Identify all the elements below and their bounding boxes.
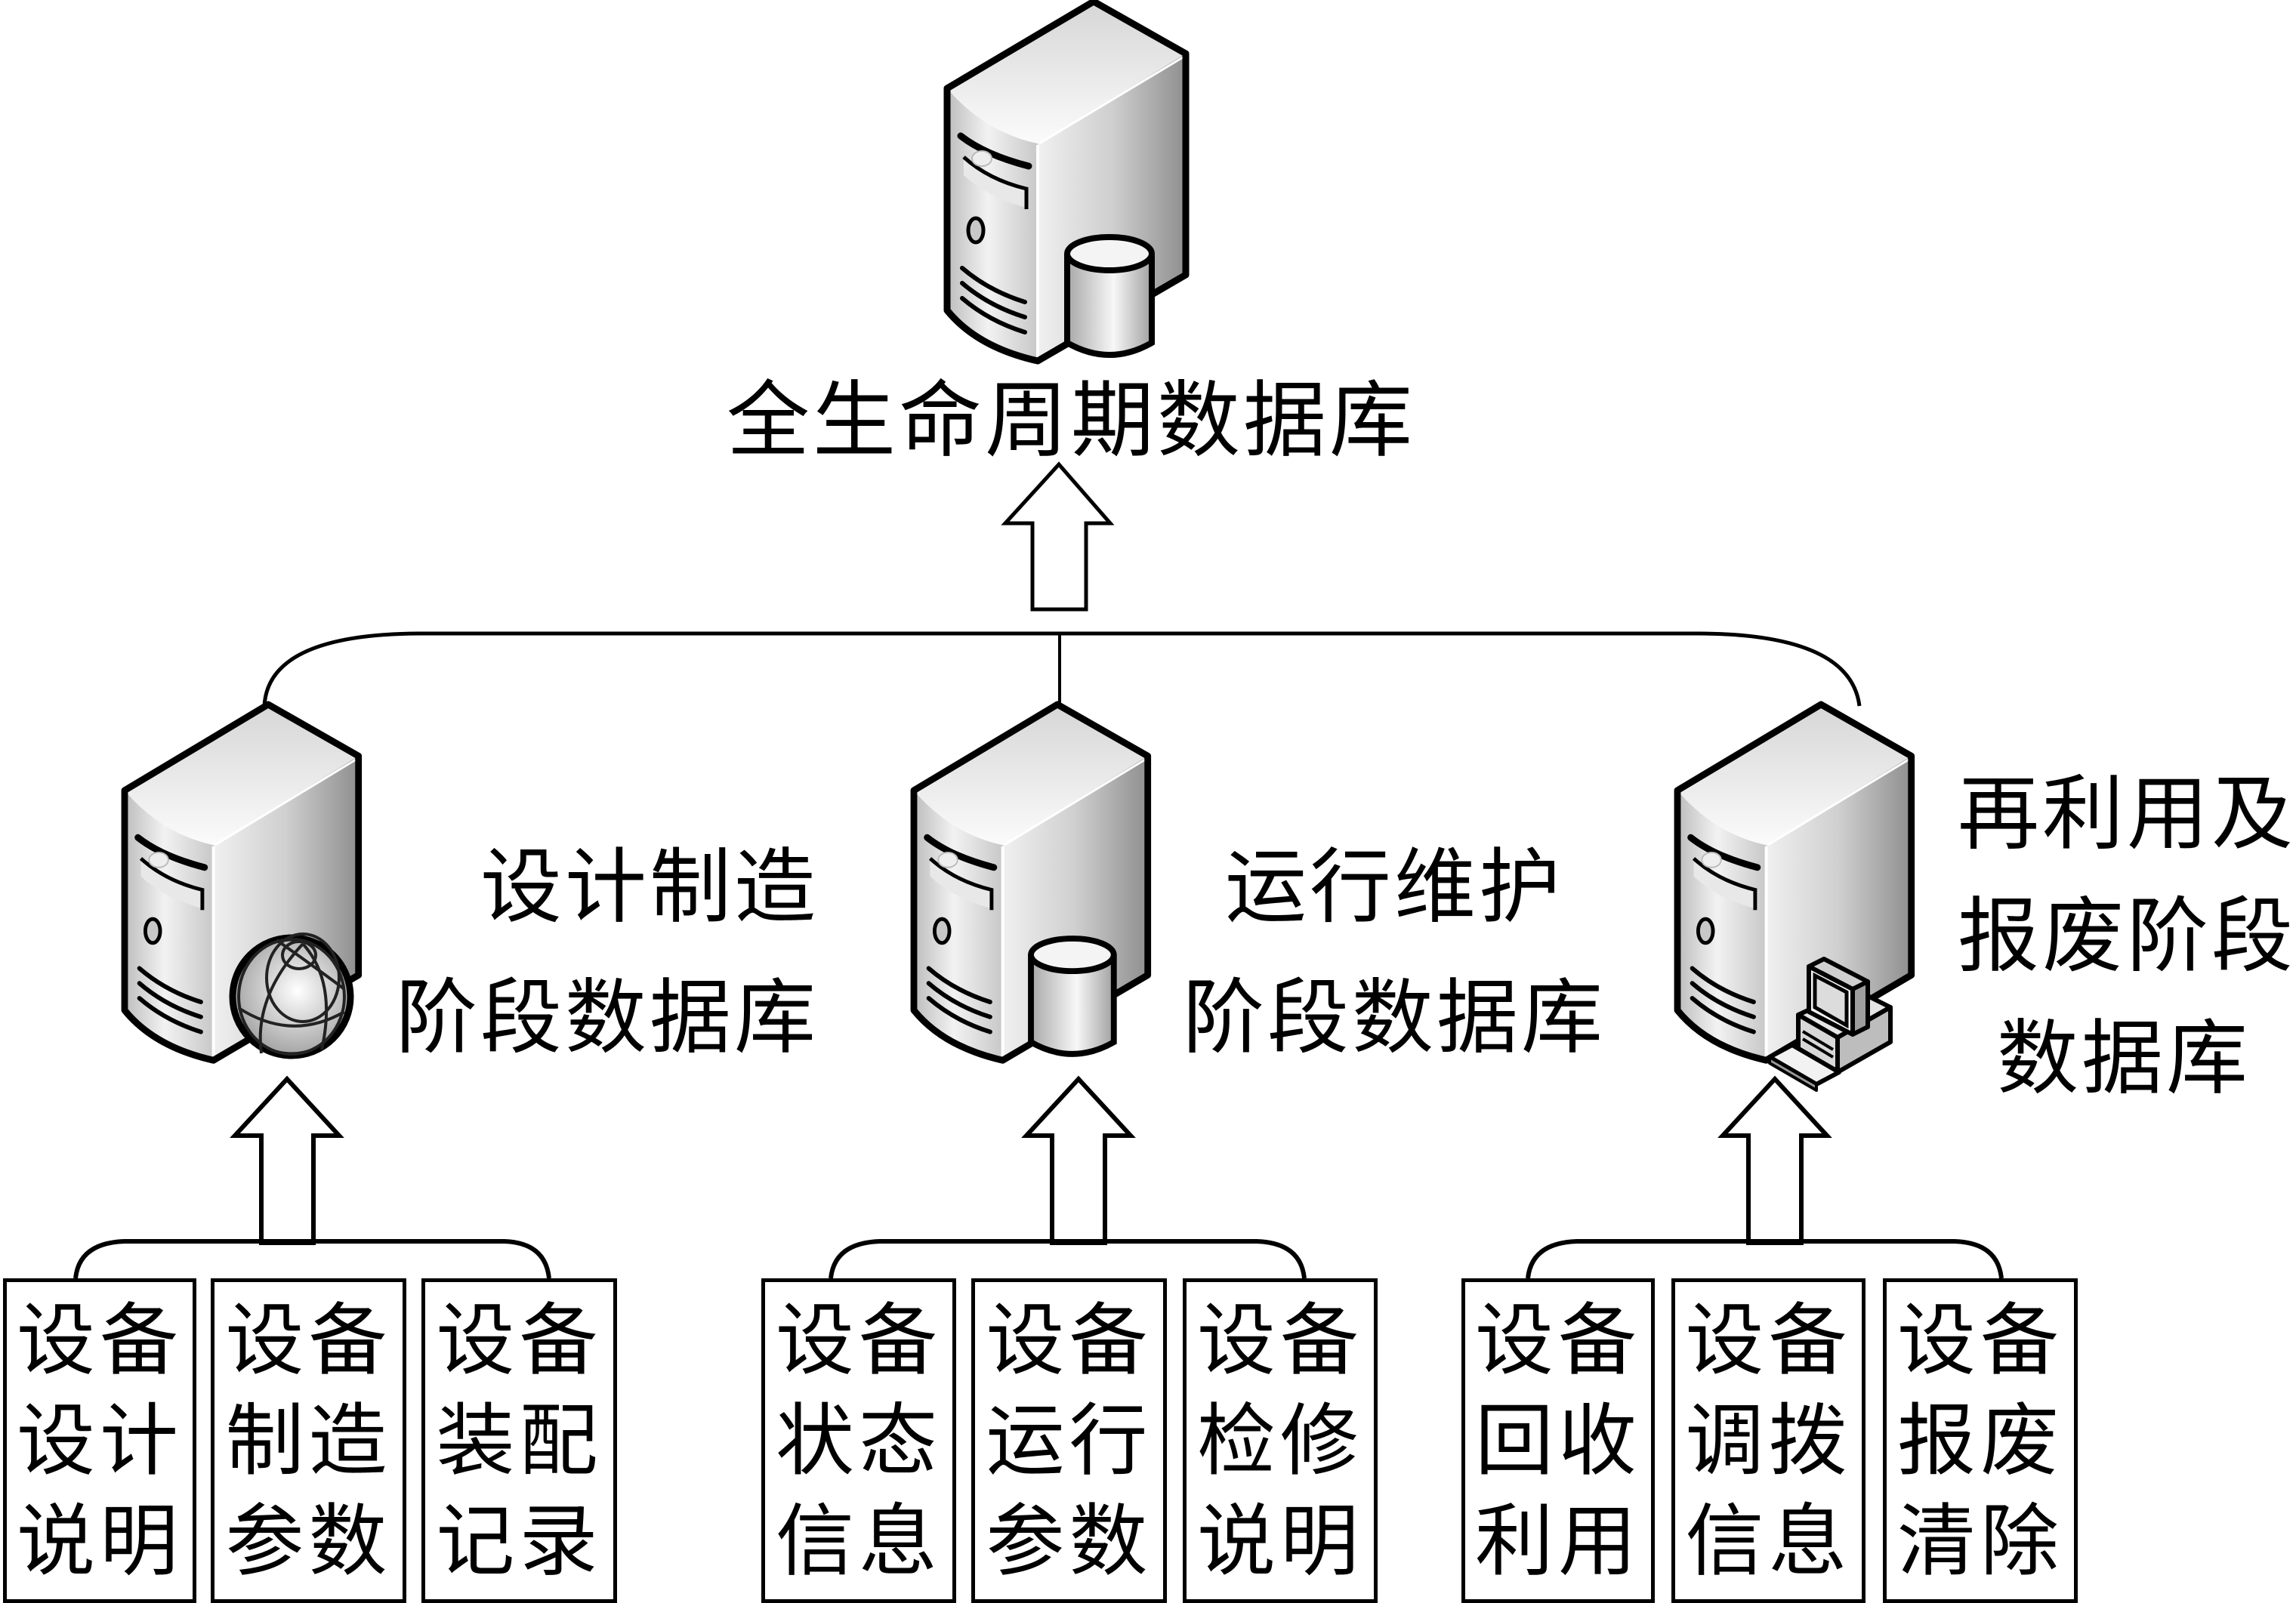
stage3-label: 再利用及 报废阶段 数据库 [1958,754,2296,1121]
source-box-line: 设备 [986,1293,1153,1386]
source-box-manufacture-params: 设备 制造 参数 [211,1278,406,1603]
source-box-line: 信息 [775,1495,942,1588]
source-box-recycling: 设备 回收 利用 [1461,1278,1655,1603]
stage2-up-arrow-icon [1021,1075,1136,1245]
source-box-line: 设备 [16,1293,183,1386]
stage3-sources-bracket [1526,1239,2004,1279]
source-box-line: 状态 [775,1394,942,1487]
source-box-line: 说明 [16,1495,183,1588]
source-box-line: 设备 [1474,1293,1641,1386]
source-box-line: 报废 [1896,1394,2063,1487]
source-box-assembly-records: 设备 装配 记录 [421,1278,617,1603]
source-box-line: 调拨 [1685,1394,1852,1487]
globe-icon [233,934,350,1056]
source-box-line: 制造 [225,1394,392,1487]
stage2-sources-bracket [829,1239,1307,1279]
source-box-line: 记录 [436,1495,603,1588]
source-box-line: 参数 [986,1495,1153,1588]
source-box-transfer-info: 设备 调拨 信息 [1671,1278,1866,1603]
source-box-operation-params: 设备 运行 参数 [971,1278,1167,1603]
stage2-label: 运行维护 阶段数据库 [1183,823,1606,1084]
source-box-line: 利用 [1474,1495,1641,1588]
top-connector-bracket [262,631,1862,707]
stage1-label-line1: 设计制造 [480,840,819,935]
source-box-design-description: 设备 设计 说明 [3,1278,196,1603]
source-box-line: 装配 [436,1394,603,1487]
source-box-line: 设计 [16,1394,183,1487]
source-box-line: 设备 [436,1293,603,1386]
stage2-label-line2: 阶段数据库 [1183,970,1606,1065]
stage1-label: 设计制造 阶段数据库 [396,823,819,1084]
source-box-status-info: 设备 状态 信息 [761,1278,956,1603]
source-box-line: 设备 [775,1293,942,1386]
stage3-label-line3: 数据库 [1996,1012,2251,1106]
source-box-line: 设备 [1685,1293,1852,1386]
source-box-maintenance-description: 设备 检修 说明 [1183,1278,1378,1603]
source-box-line: 信息 [1685,1495,1852,1588]
source-box-line: 回收 [1474,1394,1641,1487]
source-box-line: 参数 [225,1495,392,1588]
source-box-line: 设备 [1896,1293,2063,1386]
stage3-label-line1: 再利用及 [1958,767,2296,862]
database-cylinder-icon [1031,939,1114,1054]
source-box-line: 检修 [1196,1394,1363,1487]
top-lifecycle-database-server-icon [947,2,1186,361]
source-box-line: 运行 [986,1394,1153,1487]
stage3-label-line2: 报废阶段 [1958,889,2296,984]
source-box-line: 设备 [225,1293,392,1386]
source-box-scrap-clearance: 设备 报废 清除 [1883,1278,2078,1603]
main-up-arrow-icon [1001,461,1115,612]
stage1-label-line2: 阶段数据库 [396,970,819,1065]
stage1-sources-bracket [73,1239,551,1279]
source-box-line: 设备 [1196,1293,1363,1386]
top-database-label: 全生命周期数据库 [727,372,1415,469]
stage3-up-arrow-icon [1717,1075,1832,1245]
source-box-line: 说明 [1196,1495,1363,1588]
stage1-up-arrow-icon [230,1075,344,1245]
stage2-label-line1: 运行维护 [1225,840,1564,935]
source-box-line: 清除 [1896,1495,2063,1588]
